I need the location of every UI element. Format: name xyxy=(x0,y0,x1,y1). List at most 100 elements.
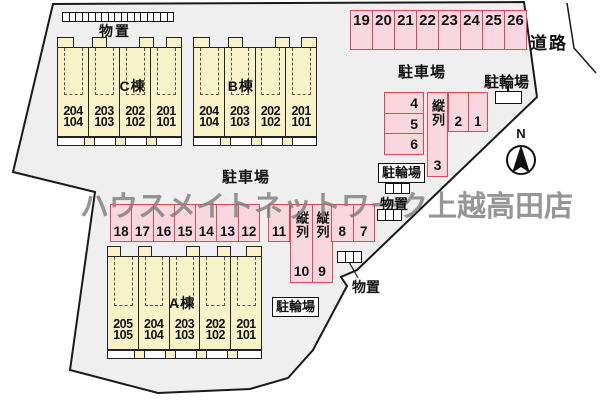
road-label: 道路 xyxy=(530,34,568,53)
strip-tab xyxy=(134,351,145,358)
parking-space: 11 xyxy=(268,204,290,242)
unit: 204 104 xyxy=(194,48,225,136)
unit: 201 101 xyxy=(286,48,316,136)
rack-cell xyxy=(393,209,402,221)
building-b: 204 104 203 103 202 102 201 101 B棟 xyxy=(193,37,317,146)
tandem-label: 縦列 xyxy=(314,211,330,239)
balcony-dash xyxy=(64,48,83,95)
roof-tab xyxy=(301,37,317,47)
unit: 204 104 xyxy=(58,48,89,136)
room-number: 203 xyxy=(229,104,250,118)
room-number: 103 xyxy=(94,114,114,129)
parking-space: 17 xyxy=(131,204,153,242)
roof-tab xyxy=(107,246,121,256)
unit: 203 103 xyxy=(170,257,201,349)
room-number: 202 xyxy=(205,317,226,331)
parking-space: 19 xyxy=(350,10,372,50)
room-number: 201 xyxy=(156,104,176,118)
storage-label-top: 物置 xyxy=(99,23,131,39)
parking-space: 24 xyxy=(460,10,482,50)
balcony-strip xyxy=(107,350,262,359)
roof-tab xyxy=(246,246,262,256)
room-number: 101 xyxy=(291,114,311,129)
storage-rack-top xyxy=(62,12,175,22)
room-number: 102 xyxy=(205,327,226,342)
building-b-body: 204 104 203 103 202 102 201 101 xyxy=(193,47,317,137)
unit: 201 101 xyxy=(231,257,261,349)
room-number: 203 xyxy=(94,104,114,118)
building-c-name: C棟 xyxy=(119,78,146,94)
unit: 204 104 xyxy=(139,257,170,349)
room-number: 101 xyxy=(236,327,256,342)
room-number: 204 xyxy=(144,317,164,331)
parking-space: 10 xyxy=(293,263,310,279)
roof-tab xyxy=(166,37,182,47)
building-a: 205 105 204 104 203 103 202 102 201 101 … xyxy=(107,246,262,359)
parking-space: 21 xyxy=(394,10,416,50)
parking-label-top: 駐車場 xyxy=(398,64,447,81)
room-number: 102 xyxy=(260,114,281,129)
parking-space: 5 xyxy=(384,112,424,134)
building-a-name: A棟 xyxy=(169,295,196,311)
bicycle-rack xyxy=(385,183,410,194)
parking-space: 13 xyxy=(216,204,238,242)
parking-space: 22 xyxy=(416,10,438,50)
parking-space: 16 xyxy=(152,204,174,242)
strip-tab xyxy=(220,138,231,145)
room-number: 101 xyxy=(156,114,176,129)
room-number: 201 xyxy=(236,317,256,331)
balcony-dash xyxy=(292,48,311,95)
tandem-column: 縦列 10 xyxy=(290,204,313,283)
building-c-body: 204 104 203 103 202 102 201 101 xyxy=(57,47,182,137)
bicycle-label-top-right: 駐輪場 xyxy=(484,74,530,91)
strip-tab xyxy=(282,138,293,145)
strip-tab xyxy=(146,138,157,145)
roof-tab xyxy=(57,37,74,47)
strip-tab xyxy=(227,351,238,358)
unit: 202 102 xyxy=(200,257,232,349)
parking-space: 7 xyxy=(352,204,375,242)
rack-tick xyxy=(507,86,509,92)
strip-tab xyxy=(165,351,176,358)
parking-stack-right: 4 5 6 xyxy=(384,92,424,156)
storage-label-mid: 物置 xyxy=(380,196,408,212)
balcony-strip xyxy=(57,137,182,146)
rack-cell xyxy=(166,12,175,22)
parking-space: 6 xyxy=(384,133,424,156)
roof-tab xyxy=(139,37,154,47)
room-number: 203 xyxy=(174,317,195,331)
room-number: 205 xyxy=(113,317,133,331)
parking-label-mid: 駐車場 xyxy=(222,169,271,186)
parking-space: 15 xyxy=(173,204,196,242)
storage-label-low: 物置 xyxy=(352,279,380,295)
room-number: 202 xyxy=(125,104,145,118)
unit: 203 103 xyxy=(225,48,256,136)
parking-space: 23 xyxy=(438,10,460,50)
bicycle-label-mid: 駐輪場 xyxy=(378,163,426,183)
unit: 203 103 xyxy=(89,48,120,136)
building-c: 204 104 203 103 202 102 201 101 C棟 xyxy=(57,37,182,146)
parking-pair-mid: 8 7 xyxy=(331,204,375,242)
balcony-dash xyxy=(157,48,176,95)
room-number: 204 xyxy=(63,104,83,118)
room-number: 104 xyxy=(63,114,83,129)
bicycle-label-bottom: 駐輪場 xyxy=(272,297,320,317)
unit: 202 102 xyxy=(256,48,287,136)
balcony-strip xyxy=(193,137,317,146)
balcony-dash xyxy=(175,257,195,306)
storage-pointer-line xyxy=(348,261,359,279)
parking-space: 26 xyxy=(504,10,527,50)
room-number: 102 xyxy=(125,114,145,129)
parking-row-top: 19 20 21 22 23 24 25 26 xyxy=(350,10,527,50)
tandem-column: 縦列 3 xyxy=(427,92,448,177)
parking-space: 25 xyxy=(482,10,504,50)
parking-row-mid: 18 17 16 15 14 13 12 xyxy=(110,204,260,242)
strip-tab xyxy=(251,138,262,145)
parking-space: 1 xyxy=(467,92,488,132)
balcony-dash xyxy=(199,48,219,95)
roof-tab xyxy=(92,37,107,47)
parking-space: 20 xyxy=(372,10,394,50)
balcony-dash xyxy=(113,257,133,306)
rack-cell xyxy=(353,251,362,263)
